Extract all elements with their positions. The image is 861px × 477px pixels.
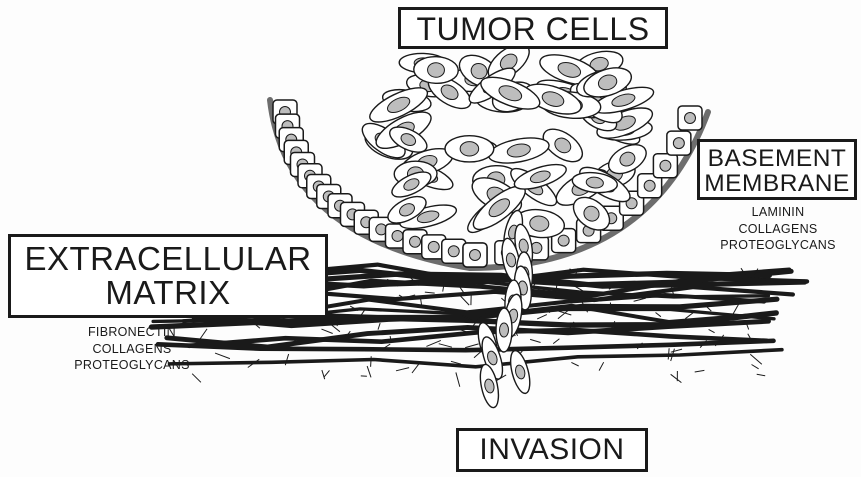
component-fibronectin: FIBRONECTIN [42,324,222,341]
matrix-strand [396,368,409,371]
matrix-strand [426,340,440,346]
extracellular-matrix-label-line-2: MATRIX [11,276,325,310]
matrix-strand [456,372,460,386]
matrix-strand [425,292,435,293]
matrix-strand [465,344,478,348]
component-proteoglycans: PROTEOGLYCANS [698,237,858,254]
component-collagens: COLLAGENS [42,341,222,358]
extracellular-matrix-label-line-1: EXTRACELLULAR [11,242,325,276]
matrix-strand [537,315,547,319]
component-proteoglycans: PROTEOGLYCANS [42,357,222,374]
matrix-strand [371,356,372,367]
epithelial-nucleus [685,113,696,124]
epithelial-nucleus [410,236,421,247]
tumor-nucleus [427,62,444,77]
component-collagens: COLLAGENS [698,221,858,238]
matrix-strand [460,295,470,305]
matrix-strand [322,370,325,379]
matrix-strand [557,311,571,315]
basement-membrane-label-line-2: MEMBRANE [700,171,854,196]
extracellular-matrix-label: EXTRACELLULAR MATRIX [8,234,328,318]
basement-membrane-label-line-1: BASEMENT [700,146,854,171]
epithelial-nucleus [673,138,684,149]
matrix-strand [421,299,422,305]
component-laminin: LAMININ [698,204,858,221]
epithelial-nucleus [470,250,481,261]
extracellular-matrix-components: FIBRONECTIN COLLAGENS PROTEOGLYCANS [42,324,222,374]
matrix-strand [709,329,715,332]
tumor-cell [487,134,552,168]
matrix-strand [192,374,201,383]
matrix-strand [530,339,540,342]
tumor-cells-label-text: TUMOR CELLS [401,13,665,46]
invasion-label: INVASION [456,428,648,472]
tumor-cell [445,136,494,162]
matrix-strand [324,370,329,376]
epithelial-nucleus [428,241,439,252]
basement-membrane-components: LAMININ COLLAGENS PROTEOGLYCANS [698,204,858,254]
invading-cell [496,308,512,352]
matrix-strand [306,325,315,326]
invading-cell [507,349,534,396]
tumor-cells-label: TUMOR CELLS [398,7,668,49]
epithelial-nucleus [392,230,403,241]
matrix-strand [367,366,371,377]
matrix-strand [750,354,762,364]
collagen-fiber [169,350,781,367]
matrix-strand [331,324,340,331]
epithelial-nucleus [558,235,569,246]
matrix-strand [752,364,759,368]
matrix-strand [599,362,604,370]
matrix-strand [656,313,661,317]
epithelial-nucleus [448,246,459,257]
matrix-strand [671,374,682,382]
epithelial-nucleus [644,180,655,191]
tumor-nucleus [460,142,479,156]
matrix-strand [378,323,380,329]
matrix-strand [695,370,705,372]
matrix-strand [685,313,693,319]
matrix-strand [553,339,559,344]
matrix-strand [671,349,682,352]
invasion-label-text: INVASION [459,435,645,466]
basement-membrane-label: BASEMENT MEMBRANE [697,139,857,200]
matrix-strand [757,374,765,376]
invading-nucleus [499,323,508,337]
matrix-strand [439,344,452,348]
epithelial-nucleus [660,160,671,171]
matrix-strand [321,329,332,333]
matrix-strand [668,348,669,359]
matrix-strand [571,362,578,366]
